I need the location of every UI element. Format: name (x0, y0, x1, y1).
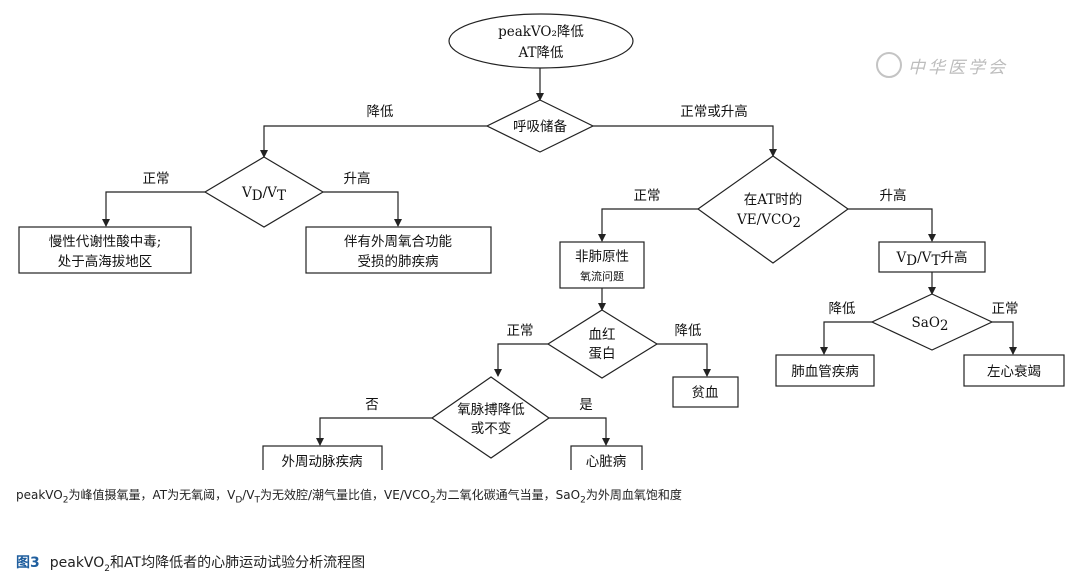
lung-disease-line-2: 受损的肺疾病 (358, 254, 439, 270)
vevco-line-2: VE/VCO2 (736, 212, 801, 231)
edge-vevco-high (848, 208, 936, 242)
oxygen-pulse-decision: 氧脉搏降低 或不变 (430, 376, 551, 459)
non-pulmonary-box: 非肺原性 氧流问题 (559, 241, 645, 289)
pulse-line-1: 氧脉搏降低 (457, 401, 525, 418)
edge-label-vdvt-high: 升高 (344, 170, 371, 187)
edge-reserve-normal-high (593, 125, 777, 157)
edge-label-sao2-normal: 正常 (992, 301, 1019, 317)
vdvt-label: VD/VT (241, 185, 286, 204)
seal-icon (876, 52, 902, 78)
edge-label-reserve-normal-high: 正常或升高 (680, 103, 748, 120)
vdvt-high-box: VD/VT升高 (878, 241, 986, 273)
pad-label: 外周动脉疾病 (282, 454, 363, 470)
edge-label-vevco-normal: 正常 (634, 188, 661, 204)
edge-label-hb-normal: 正常 (507, 323, 534, 339)
edge-pulse-yes (549, 417, 610, 446)
watermark-text: 中华医学会 (908, 57, 1008, 78)
metabolic-line-1: 慢性代谢性酸中毒; (49, 233, 162, 250)
edge-labels: 降低 正常或升高 正常 升高 正常 升高 降低 正常 正常 降低 否 是 (143, 103, 1019, 413)
heart-disease-box: 心脏病 (570, 445, 643, 470)
edge-hb-normal (494, 343, 548, 377)
edge-vdvt-normal (102, 191, 205, 227)
start-line-2: AT降低 (517, 45, 564, 61)
metabolic-line-2: 处于高海拔地区 (58, 253, 153, 270)
heart-label: 心脏病 (586, 454, 627, 470)
pulmonary-vascular-box: 肺血管疾病 (775, 354, 875, 387)
edge-vdvt-high (323, 191, 402, 227)
edge-label-vevco-high: 升高 (880, 187, 907, 204)
anemia-box: 贫血 (672, 376, 739, 408)
edge-hb-low (657, 343, 711, 377)
lung-disease-box: 伴有外周氧合功能 受损的肺疾病 (305, 226, 492, 274)
start-line-1: peakVO₂降低 (498, 24, 584, 40)
flowchart: peakVO₂降低 AT降低 呼吸储备 VD/VT 慢性代谢性酸中毒; 处于高海… (18, 13, 1065, 470)
metabolic-acidosis-box: 慢性代谢性酸中毒; 处于高海拔地区 (18, 226, 192, 274)
edge-label-pulse-yes: 是 (579, 397, 593, 413)
anemia-label: 贫血 (692, 385, 719, 401)
vevco-line-1: 在AT时的 (744, 192, 803, 208)
breathing-reserve-decision: 呼吸储备 (485, 99, 595, 153)
edge-reserve-low (260, 125, 487, 158)
pulm-vasc-label: 肺血管疾病 (791, 364, 859, 380)
hb-line-2: 蛋白 (589, 346, 616, 362)
edge-label-sao2-low: 降低 (829, 301, 857, 317)
peripheral-artery-disease-box: 外周动脉疾病 (262, 445, 383, 470)
vevco2-decision: 在AT时的 VE/VCO2 (696, 155, 850, 264)
edge-pulse-no (316, 417, 432, 446)
nonpulm-line-1: 非肺原性 (575, 249, 629, 265)
edge-label-pulse-no: 否 (365, 397, 379, 413)
hemoglobin-decision: 血红 蛋白 (546, 309, 659, 379)
connectors (102, 68, 1017, 446)
nonpulm-line-2: 氧流问题 (580, 269, 624, 283)
edge-sao2-normal (992, 321, 1017, 355)
watermark-logo: 中华医学会 (876, 52, 1008, 78)
lung-disease-line-1: 伴有外周氧合功能 (344, 234, 452, 250)
vdvt-decision: VD/VT (203, 156, 325, 228)
sao2-decision: SaO2 (870, 293, 994, 351)
edge-label-reserve-low: 降低 (367, 104, 394, 120)
figure-label: 图3 (16, 555, 40, 571)
sao2-label: SaO2 (912, 315, 949, 334)
edge-sao2-low (820, 321, 872, 355)
hb-line-1: 血红 (589, 327, 616, 343)
vdvt-high-label: VD/VT升高 (896, 249, 968, 269)
abbreviation-note: peakVO2为峰值摄氧量，AT为无氧阈，VD/VT为无效腔/潮气量比值，VE/… (16, 488, 682, 506)
edge-vevco-normal (598, 208, 698, 242)
lhf-label: 左心衰竭 (987, 363, 1041, 380)
edge-label-vdvt-normal: 正常 (143, 171, 170, 187)
pulse-line-2: 或不变 (471, 421, 512, 437)
start-node: peakVO₂降低 AT降低 (448, 13, 634, 69)
edge-label-hb-low: 降低 (675, 323, 703, 339)
reserve-label: 呼吸储备 (513, 118, 567, 135)
left-heart-failure-box: 左心衰竭 (963, 354, 1065, 387)
